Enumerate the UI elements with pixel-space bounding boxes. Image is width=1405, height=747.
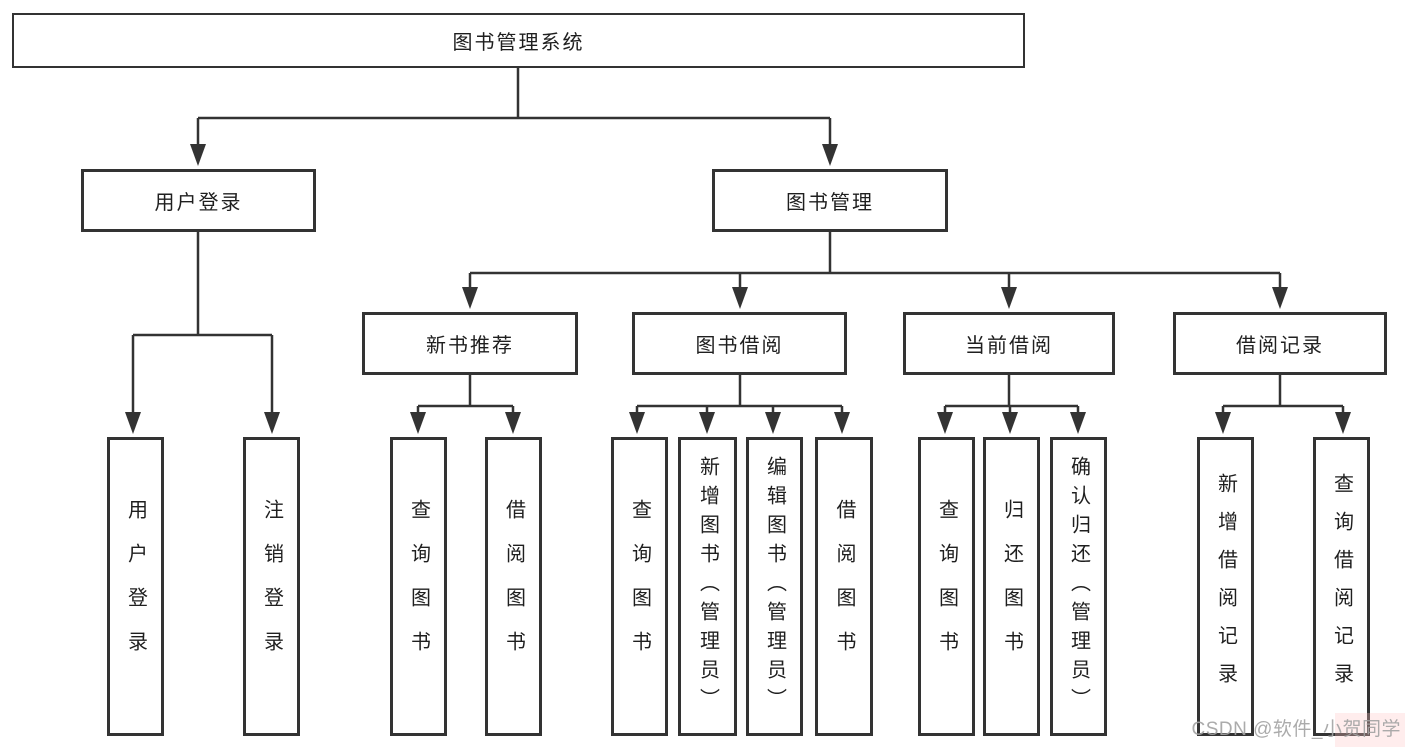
leaf-label: 新增借阅记录: [1214, 472, 1237, 701]
leaf-query-book-1: 查询图书: [390, 437, 447, 736]
leaf-label: 确认归还（管理员）: [1067, 456, 1090, 717]
leaf-user-login: 用户登录: [107, 437, 164, 736]
leaf-label: 查询借阅记录: [1330, 472, 1353, 701]
node-book-borrow: 图书借阅: [632, 312, 847, 375]
leaf-borrow-book-2: 借阅图书: [815, 437, 873, 736]
leaf-add-book-admin: 新增图书（管理员）: [678, 437, 737, 736]
leaf-label: 查询图书: [628, 498, 651, 675]
leaf-edit-book-admin: 编辑图书（管理员）: [746, 437, 803, 736]
leaf-label: 借阅图书: [833, 498, 855, 675]
node-label: 当前借阅: [965, 335, 1053, 357]
node-label: 新书推荐: [426, 335, 514, 357]
leaf-query-borrow-record: 查询借阅记录: [1313, 437, 1370, 736]
leaf-label: 新增图书（管理员）: [696, 456, 719, 717]
leaf-label: 查询图书: [935, 498, 958, 675]
leaf-confirm-return-admin: 确认归还（管理员）: [1050, 437, 1107, 736]
leaf-add-borrow-record: 新增借阅记录: [1197, 437, 1254, 736]
node-user-login: 用户登录: [81, 169, 316, 232]
node-label: 图书管理: [786, 192, 874, 214]
leaf-borrow-book-1: 借阅图书: [485, 437, 542, 736]
node-current-borrow: 当前借阅: [903, 312, 1115, 375]
node-label: 图书管理系统: [452, 32, 585, 54]
leaf-query-book-2: 查询图书: [611, 437, 668, 736]
leaf-return-book: 归还图书: [983, 437, 1040, 736]
corner-artifact: [1335, 713, 1405, 747]
leaf-label: 用户登录: [124, 498, 147, 675]
node-label: 借阅记录: [1236, 335, 1324, 357]
node-borrow-records: 借阅记录: [1173, 312, 1387, 375]
node-book-management: 图书管理: [712, 169, 948, 232]
csdn-watermark: CSDN @软件_小贺同学: [1191, 719, 1401, 740]
leaf-label: 查询图书: [407, 498, 430, 675]
node-library-management-system: 图书管理系统: [12, 13, 1025, 68]
node-label: 用户登录: [154, 192, 243, 214]
node-label: 图书借阅: [695, 335, 784, 357]
leaf-label: 借阅图书: [502, 498, 525, 675]
leaf-label: 编辑图书（管理员）: [763, 456, 786, 717]
leaf-query-book-3: 查询图书: [918, 437, 975, 736]
leaf-label: 注销登录: [260, 498, 283, 675]
node-new-book-recommend: 新书推荐: [362, 312, 578, 375]
leaf-logout: 注销登录: [243, 437, 300, 736]
leaf-label: 归还图书: [1000, 498, 1023, 675]
